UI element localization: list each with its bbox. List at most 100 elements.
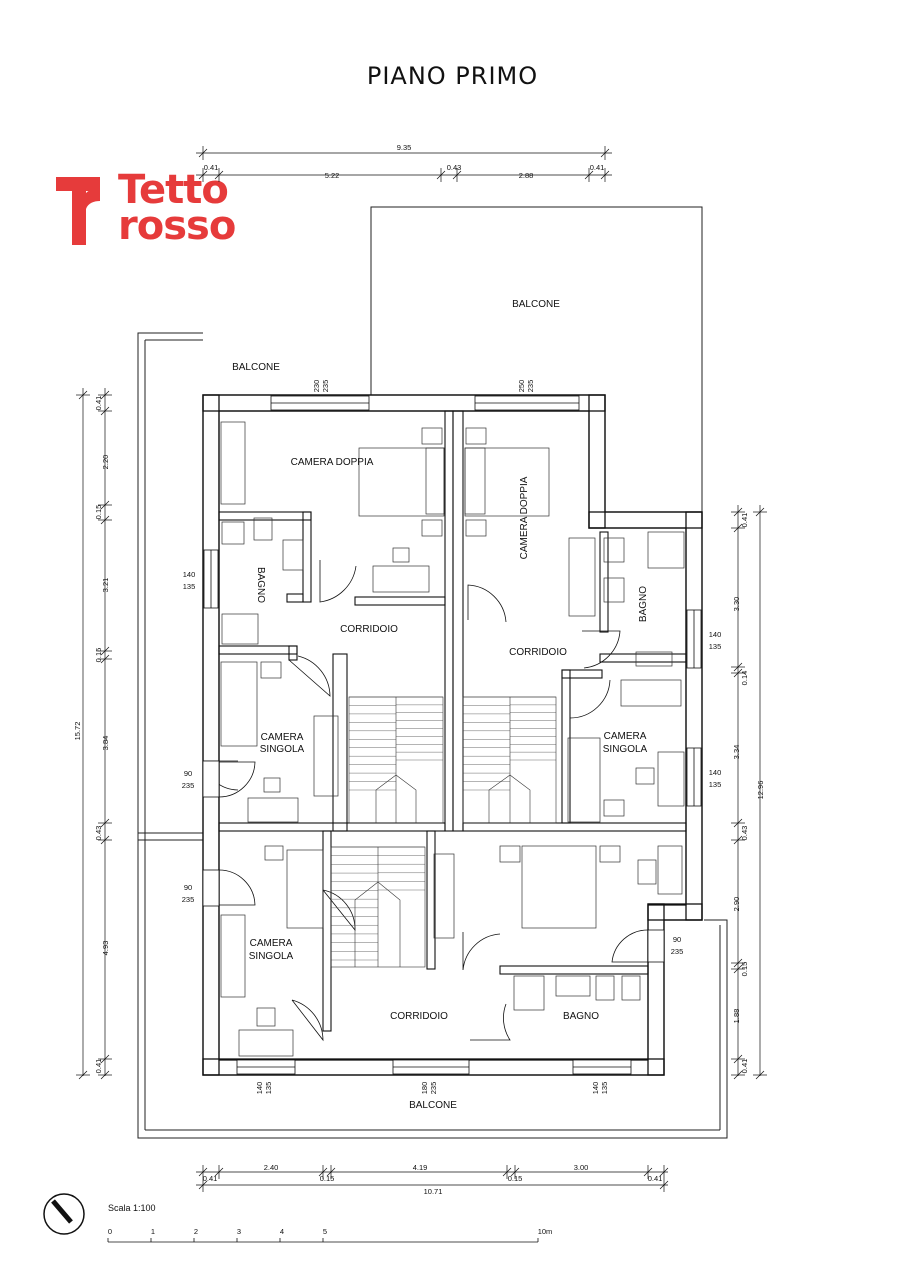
room-label-balcone-top: BALCONE [512, 299, 560, 310]
dim-left-seg: 3.84 [101, 736, 110, 751]
room-label-camera-doppia-1: CAMERA DOPPIA [291, 457, 374, 468]
furniture [220, 421, 685, 1057]
dimension-tick [584, 170, 594, 180]
dimension-tick [733, 958, 743, 968]
dim-bottom-seg: 3.00 [574, 1163, 589, 1172]
dimension-tick [100, 515, 110, 525]
room-label-bagno-1: BAGNO [255, 567, 266, 603]
opening-dim: 235 [671, 947, 684, 956]
dim-right-seg: 0.15 [740, 962, 749, 977]
room-label-balcone-bottom: BALCONE [409, 1100, 457, 1111]
opening-dim: 90 [184, 769, 192, 778]
dimension-tick [510, 1167, 520, 1177]
dim-left-seg: 0.41 [94, 1059, 103, 1074]
dimension-left [76, 388, 112, 1080]
opening-dim: 135 [709, 642, 722, 651]
room-label-corridoio-1: CORRIDOIO [340, 624, 398, 635]
brand-line-1: Tetto [118, 167, 229, 213]
scale-tick: 4 [280, 1227, 284, 1236]
opening-dim: 235 [429, 1082, 438, 1095]
dimension-tick [600, 170, 610, 180]
dimension-tick [733, 1054, 743, 1064]
dim-bottom-seg: 0.41 [648, 1174, 663, 1183]
opening-dim: 90 [673, 935, 681, 944]
room-label-camera-singola-3-b: SINGOLA [249, 951, 294, 962]
opening-dim: 135 [709, 780, 722, 789]
dimension-tick [733, 668, 743, 678]
dim-bottom-seg: 0.41 [203, 1174, 218, 1183]
opening-dim: 180 [420, 1082, 429, 1095]
brand-line-2: rosso [118, 203, 236, 249]
scale-tick: 0 [108, 1227, 112, 1236]
dimension-tick [100, 1070, 110, 1080]
dimension-tick [733, 818, 743, 828]
dim-right-seg: 0.41 [740, 513, 749, 528]
dimension-tick [733, 964, 743, 974]
dimension-tick [643, 1167, 653, 1177]
north-arrow-icon [43, 1193, 85, 1235]
dimension-tick [318, 1167, 328, 1177]
dimension-tick [733, 507, 743, 517]
dim-right-seg: 0.41 [740, 1059, 749, 1074]
room-label-balcone-left: BALCONE [232, 362, 280, 373]
room-label-camera-doppia-2: CAMERA DOPPIA [519, 476, 530, 559]
opening-dim: 235 [182, 895, 195, 904]
dimension-tick [100, 500, 110, 510]
dimension-tick [502, 1167, 512, 1177]
dim-top-seg: 0.41 [204, 163, 219, 172]
opening-dim: 140 [709, 630, 722, 639]
dimension-top [196, 146, 612, 182]
dimension-tick [659, 1167, 669, 1177]
opening-dim: 140 [591, 1082, 600, 1095]
opening-dim: 135 [600, 1082, 609, 1095]
room-label-camera-singola-2-b: SINGOLA [603, 744, 648, 755]
dimension-tick [78, 390, 88, 400]
opening-dim: 235 [182, 781, 195, 790]
dim-left-seg: 3.21 [101, 578, 110, 593]
dimension-tick [100, 406, 110, 416]
opening-dim: 250 [517, 380, 526, 393]
scale-tick: 1 [151, 1227, 155, 1236]
room-label-bagno-3: BAGNO [563, 1011, 599, 1022]
dim-top-seg: 2.88 [519, 171, 534, 180]
dimension-tick [659, 1180, 669, 1190]
opening-dim: 140 [255, 1082, 264, 1095]
dimension-tick [100, 654, 110, 664]
dim-bottom-seg: 0.15 [320, 1174, 335, 1183]
room-label-camera-singola-3-a: CAMERA [250, 938, 293, 949]
room-label-camera-singola-1-b: SINGOLA [260, 744, 305, 755]
dim-top-seg: 5.22 [325, 171, 340, 180]
dimension-tick [198, 1167, 208, 1177]
scale-tick: 3 [237, 1227, 241, 1236]
dimension-tick [198, 1180, 208, 1190]
dim-right-seg: 3.34 [732, 745, 741, 760]
dimension-tick [452, 170, 462, 180]
room-label-corridoio-2: CORRIDOIO [509, 647, 567, 658]
dim-right-seg: 3.30 [732, 597, 741, 612]
dim-right-total: 12.96 [756, 781, 765, 800]
dimension-tick [733, 835, 743, 845]
opening-dim: 235 [526, 380, 535, 393]
dim-left-seg: 0.15 [94, 648, 103, 663]
dimension-tick [436, 170, 446, 180]
opening-dim: 140 [183, 570, 196, 579]
dimension-tick [78, 1070, 88, 1080]
dim-left-total: 15.72 [73, 722, 82, 741]
dim-left-seg: 2.20 [101, 455, 110, 470]
dimension-tick [100, 1054, 110, 1064]
opening-dim: 230 [312, 380, 321, 393]
balcone-left-outline [137, 332, 728, 1139]
dimension-tick [600, 148, 610, 158]
opening-dim: 140 [709, 768, 722, 777]
dim-right-seg: 1.88 [732, 1009, 741, 1024]
dim-bottom-seg: 0.15 [508, 1174, 523, 1183]
dim-top-seg: 0.41 [590, 163, 605, 172]
dim-top-seg: 0.43 [447, 163, 462, 172]
dimension-tick [326, 1167, 336, 1177]
scale-tick: 10m [538, 1227, 553, 1236]
dimension-tick [198, 148, 208, 158]
opening-dim: 135 [183, 582, 196, 591]
dim-left-seg: 0.43 [94, 826, 103, 841]
brand-logo-icon [56, 177, 100, 245]
